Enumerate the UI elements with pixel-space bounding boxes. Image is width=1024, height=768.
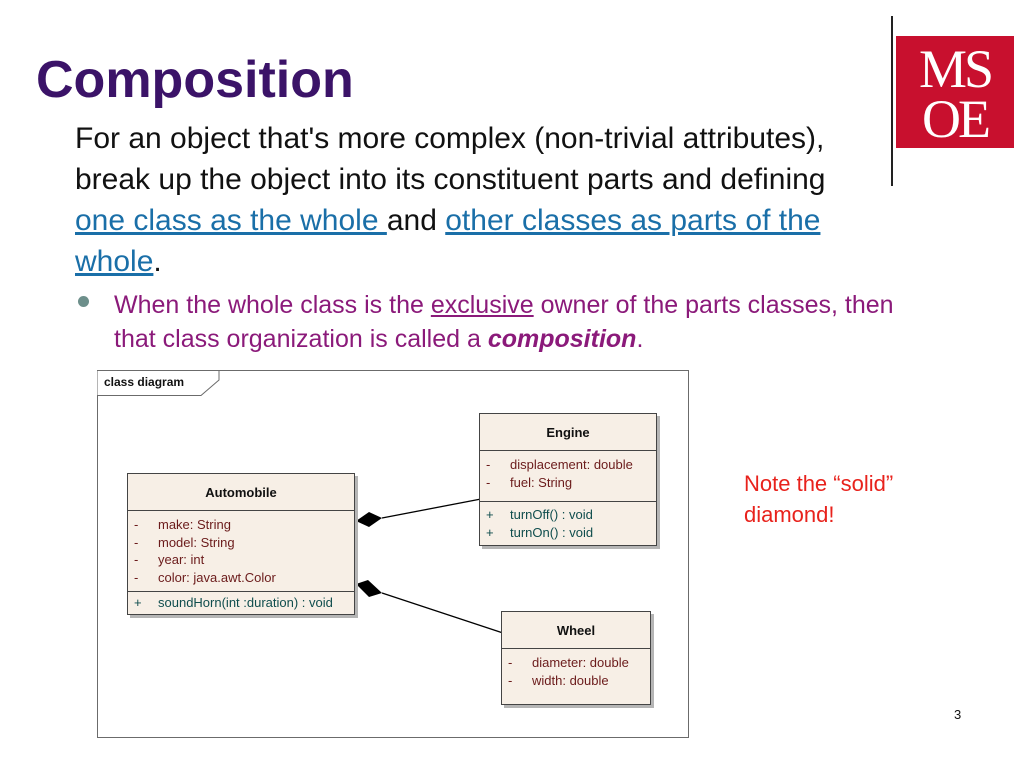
body-text-part2: and: [386, 204, 446, 237]
page-number: 3: [954, 707, 962, 722]
whole-class-link[interactable]: one class as the whole: [75, 204, 387, 237]
attribute-row: -diameter: double: [508, 655, 629, 670]
automobile-class-name: Automobile: [128, 474, 354, 511]
automobile-class-box[interactable]: Automobile -make: String -model: String …: [127, 473, 355, 615]
attribute-row: -fuel: String: [486, 474, 573, 490]
slide-title: Composition: [36, 51, 354, 109]
solid-diamond-note: Note the “solid” diamond!: [744, 471, 894, 527]
logo-line-1: MS: [918, 39, 994, 99]
wheel-composition-diamond-icon: [356, 580, 382, 597]
attribute-row: -width: double: [508, 672, 609, 688]
automobile-attributes: -make: String -model: String -year: int …: [128, 511, 354, 591]
logo-divider: [891, 16, 893, 186]
engine-class-name: Engine: [480, 414, 656, 451]
bullet-text-end: .: [636, 325, 644, 353]
frame-label: class diagram: [104, 375, 185, 389]
frame-tab-icon: [97, 370, 220, 396]
engine-class-box[interactable]: Engine -displacement: double -fuel: Stri…: [479, 413, 657, 546]
operation-row: +turnOff() : void: [486, 507, 593, 522]
body-paragraph: For an object that's more complex (non-t…: [75, 118, 875, 282]
attribute-row: -color: java.awt.Color: [134, 569, 276, 585]
bullet-emphasis-composition: composition: [487, 325, 637, 353]
bullet-text-part2: owner of the parts classes, then that cl…: [114, 291, 894, 353]
automobile-operations: +soundHorn(int :duration) : void: [128, 591, 354, 614]
engine-attributes: -displacement: double -fuel: String: [480, 451, 656, 501]
body-text-end: .: [153, 245, 162, 278]
engine-composition-diamond-icon: [356, 512, 382, 527]
msoe-logo: MS OE: [896, 36, 1014, 148]
attribute-row: -displacement: double: [486, 457, 633, 472]
attribute-row: -year: int: [134, 552, 205, 567]
attribute-row: -make: String: [134, 517, 231, 532]
wheel-class-box[interactable]: Wheel -diameter: double -width: double: [501, 611, 651, 705]
engine-operations: +turnOff() : void +turnOn() : void: [480, 501, 656, 545]
wheel-class-name: Wheel: [502, 612, 650, 649]
logo-line-2: OE: [922, 89, 991, 149]
wheel-association-line: [381, 592, 504, 634]
attribute-row: -model: String: [134, 534, 235, 550]
bullet-dot-icon: [78, 296, 89, 307]
body-text-part1: For an object that's more complex (non-t…: [75, 122, 826, 196]
bullet-text: When the whole class is the exclusive ow…: [114, 288, 914, 356]
wheel-attributes: -diameter: double -width: double: [502, 649, 650, 694]
parts-classes-link[interactable]: other classes as parts of the whole: [75, 204, 821, 278]
operation-row: +soundHorn(int :duration) : void: [134, 595, 333, 610]
engine-association-line: [381, 498, 482, 519]
bullet-emphasis-exclusive: exclusive: [430, 291, 534, 319]
bullet-text-part1: When the whole class is the: [114, 291, 431, 319]
operation-row: +turnOn() : void: [486, 524, 594, 540]
